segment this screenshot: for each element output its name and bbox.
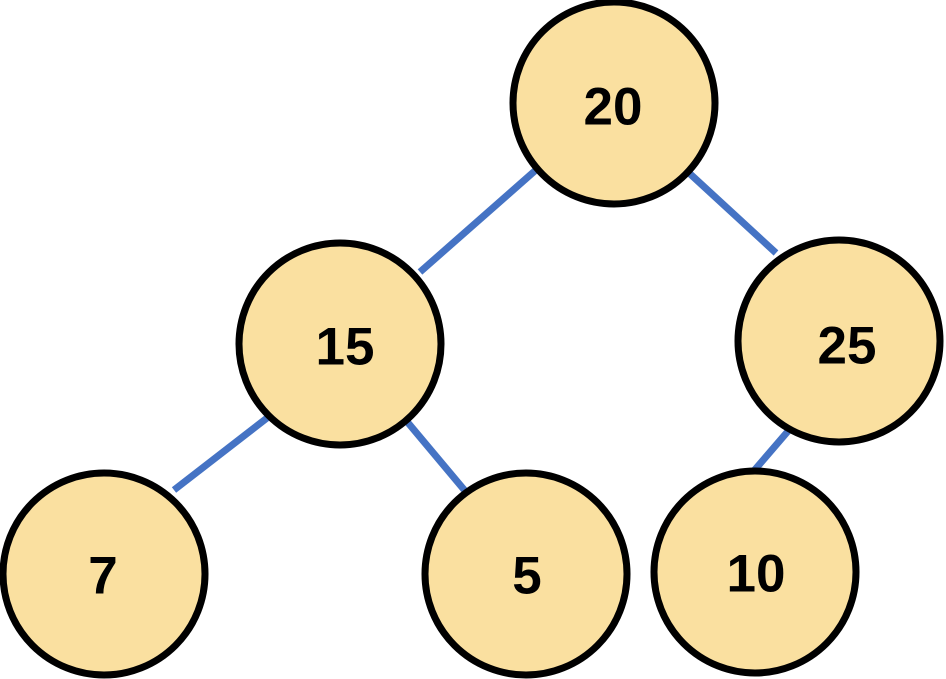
tree-edge	[417, 166, 540, 275]
tree-node[interactable]: 7	[0, 469, 209, 679]
tree-node[interactable]: 25	[734, 236, 944, 446]
node-circle[interactable]	[235, 239, 445, 449]
tree-edge	[171, 415, 270, 493]
tree-node[interactable]: 5	[421, 469, 631, 679]
tree-edge	[685, 169, 779, 256]
tree-edge	[749, 427, 792, 476]
node-circle[interactable]	[650, 467, 860, 677]
edges-group	[171, 166, 792, 495]
node-label: 10	[727, 545, 786, 604]
tree-node[interactable]: 15	[235, 239, 445, 449]
node-circle[interactable]	[509, 0, 719, 208]
node-circle[interactable]	[421, 469, 631, 679]
node-label: 15	[316, 318, 375, 377]
tree-node[interactable]: 20	[509, 0, 719, 208]
node-circle[interactable]	[734, 236, 944, 446]
node-label: 20	[584, 78, 643, 137]
node-label: 7	[88, 547, 117, 606]
tree-node[interactable]: 10	[650, 467, 860, 677]
node-label: 25	[818, 317, 877, 376]
node-circle[interactable]	[0, 469, 209, 679]
node-label: 5	[512, 547, 541, 606]
tree-edge	[401, 415, 469, 495]
